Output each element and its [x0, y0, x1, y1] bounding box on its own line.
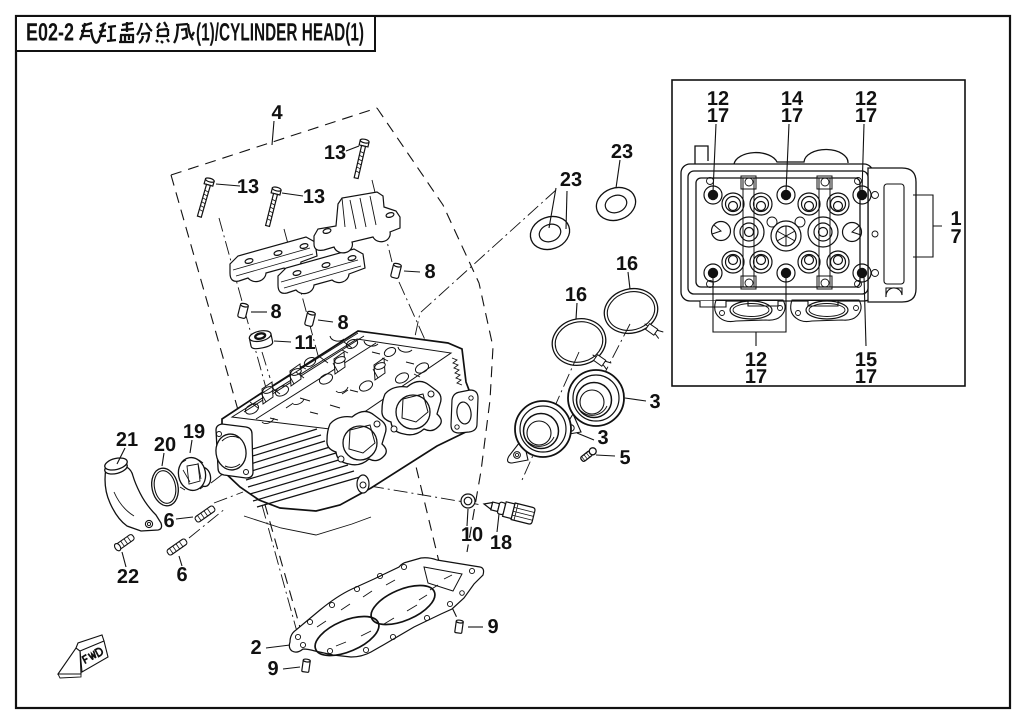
- svg-text:7: 7: [950, 226, 961, 248]
- svg-text:9: 9: [267, 658, 278, 680]
- svg-text:14: 14: [781, 88, 804, 110]
- svg-text:23: 23: [611, 141, 633, 163]
- svg-text:10: 10: [461, 524, 483, 546]
- svg-text:15: 15: [855, 349, 877, 371]
- svg-text:17: 17: [781, 105, 803, 127]
- svg-text:13: 13: [324, 142, 346, 164]
- svg-text:5: 5: [619, 447, 630, 469]
- svg-text:13: 13: [303, 186, 325, 208]
- svg-text:6: 6: [176, 564, 187, 586]
- svg-text:4: 4: [271, 102, 283, 124]
- svg-text:12: 12: [745, 349, 767, 371]
- svg-text:8: 8: [424, 261, 435, 283]
- svg-text:6: 6: [163, 510, 174, 532]
- svg-text:8: 8: [337, 312, 348, 334]
- svg-text:8: 8: [270, 301, 281, 323]
- svg-text:12: 12: [855, 88, 877, 110]
- svg-text:E02-2: E02-2: [26, 19, 74, 47]
- svg-text:3: 3: [649, 391, 660, 413]
- svg-text:23: 23: [560, 169, 582, 191]
- svg-text:20: 20: [154, 434, 176, 456]
- svg-text:19: 19: [183, 421, 205, 443]
- svg-text:17: 17: [745, 366, 767, 388]
- svg-text:11: 11: [294, 332, 315, 354]
- svg-text:21: 21: [116, 429, 138, 451]
- svg-text:3: 3: [597, 427, 608, 449]
- svg-text:17: 17: [707, 105, 729, 127]
- svg-text:22: 22: [117, 566, 139, 588]
- svg-text:2: 2: [250, 637, 261, 659]
- svg-text:(1)/CYLINDER HEAD(1): (1)/CYLINDER HEAD(1): [196, 19, 364, 47]
- svg-text:18: 18: [490, 532, 512, 554]
- svg-text:1: 1: [950, 208, 961, 230]
- svg-text:17: 17: [855, 366, 877, 388]
- svg-text:12: 12: [707, 88, 729, 110]
- svg-text:16: 16: [565, 284, 587, 306]
- svg-text:17: 17: [855, 105, 877, 127]
- svg-text:9: 9: [487, 616, 498, 638]
- svg-text:16: 16: [616, 253, 638, 275]
- svg-text:13: 13: [237, 176, 259, 198]
